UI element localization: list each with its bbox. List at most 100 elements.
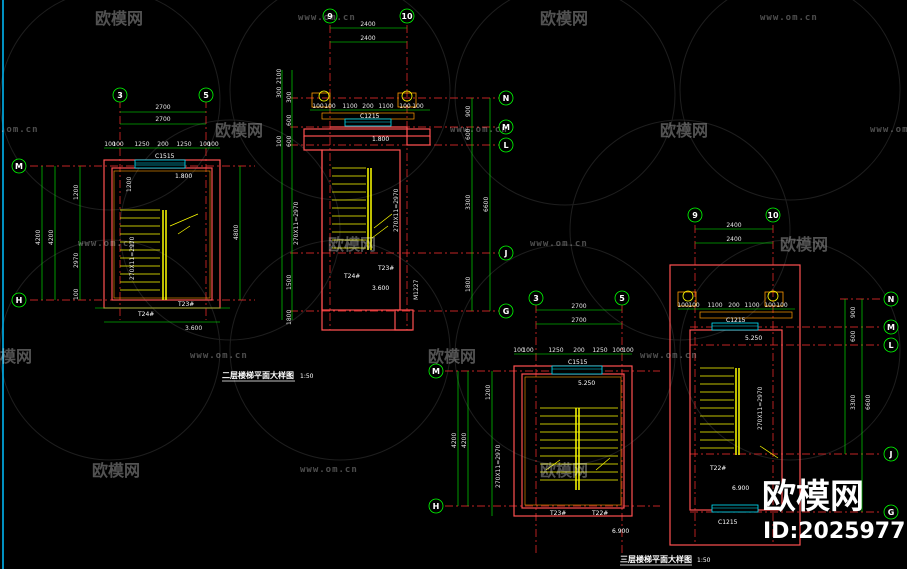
dim-top-2: 2400 [360,35,375,42]
dim-sub: 100 [104,141,116,148]
grid-bubble-M: M [498,119,514,135]
stair-run-label: 270X11=2970 [757,386,764,430]
dim-sub: 100 [112,141,124,148]
plan-right-small: C1515 3 5 M [428,290,711,566]
watermark-brand: 欧模网 [328,235,376,254]
window-c1215: C1215 [344,113,392,127]
dim-4800: 4800 [233,225,240,240]
dim-top-1: 2700 [155,104,170,111]
dim-sub: 100 [622,347,634,354]
svg-text:5: 5 [203,91,209,100]
mark-t23: T23# [377,265,394,272]
svg-text:N: N [888,295,895,304]
dim-top-1: 2400 [360,21,375,28]
grid-bubble-9: 9 [687,207,703,223]
watermark-brand: 欧模网 [540,461,588,480]
dim-left: 1500 [286,275,293,290]
watermark-url: www.om.cn [300,465,358,475]
dim-top-1: 2400 [726,222,741,229]
mark-t24: T24# [343,273,360,280]
title-left-scale: 1:50 [300,373,314,380]
svg-text:C1515: C1515 [568,359,588,366]
watermark-brand-partial: 模网 [0,347,32,366]
grid-bubble-3: 3 [528,290,544,306]
window-c1515: C1515 [134,153,186,169]
dim-total: 6600 [483,197,490,212]
dim-right: 600 [850,330,857,342]
watermark-url: www.om.cn [870,125,907,135]
dim-sub: 100 [324,103,336,110]
stair-run-label-2: 270X11=2970 [393,188,400,232]
dim-sub: 100 [399,103,411,110]
stair-flight [332,167,393,250]
watermark-url: www.om.cn [530,239,588,249]
dim-right: 900 [850,306,857,318]
svg-text:M: M [887,323,895,332]
mark-t22: T22# [591,510,608,517]
grid-bubble-L: L [498,137,514,153]
watermark-brand: 欧模网 [92,461,140,480]
dim-1200-inner: 1200 [126,177,133,192]
dim-sub: 100 [513,347,525,354]
level-bottom: 6.900 [732,485,749,492]
dim-sub: 100 [199,141,211,148]
dim-left: 600 [286,135,293,147]
dim-sub: 1100 [378,103,393,110]
watermark-brand: 欧模网 [780,235,828,254]
grid-bubble-N: N [883,291,899,307]
dim-sub: 1100 [744,302,759,309]
dim-2970: 2970 [73,253,80,268]
svg-text:M: M [502,123,510,132]
level-bottom: 3.600 [372,285,389,292]
watermark-arcs [0,0,901,466]
stair-run-label: 270X11=2970 [129,236,136,280]
svg-text:J: J [504,249,508,258]
watermark-brand: 欧模网 [428,347,476,366]
dim-100: 100 [73,288,80,300]
dim-right: 1800 [465,277,472,292]
watermark-url: www.om.cn [190,351,248,361]
level-top: 5.250 [745,335,762,342]
svg-text:C1215: C1215 [718,519,738,526]
svg-text:9: 9 [692,211,698,220]
window-label: C1515 [155,153,175,160]
dim-total: 4200 [35,230,42,245]
dim-right: 600 [465,128,472,140]
stair-flight [120,209,199,300]
grid-bubble-3: 3 [112,87,128,103]
dim-sub: 1100 [707,302,722,309]
grid-bubble-5: 5 [614,290,630,306]
watermarks: 欧模网 www.om.cn 欧模网 www.om.cn .om.cn 欧模网 w… [0,9,907,480]
dim-right: 3300 [850,395,857,410]
svg-text:H: H [433,502,440,511]
grid-bubble-M: M [428,363,444,379]
svg-text:G: G [503,307,510,316]
svg-text:C1215: C1215 [360,113,380,120]
watermark-url: www.om.cn [78,239,136,249]
svg-text:5: 5 [619,294,625,303]
svg-text:G: G [888,508,895,517]
watermark-brand: 欧模网 [215,121,263,140]
plan-right-tall: C1215 C1215 9 10 [669,207,899,546]
grid-bubble-G: G [498,303,514,319]
dim-sub: 100 [312,103,324,110]
dim-top-2: 2700 [155,116,170,123]
level-top: 5.250 [578,380,595,387]
dim-right: 3300 [465,195,472,210]
window-c1215: C1215 [711,317,759,331]
dim-sub: 200 [728,302,740,309]
stair-run-label: 270X11=2970 [293,201,300,245]
grid-bubble-H: H [428,498,444,514]
brand-corner: 欧模网 ID:2025977 [762,477,905,544]
grid-bubble-J: J [498,245,514,261]
svg-text:3: 3 [533,294,539,303]
dim-total-2: 4200 [48,230,55,245]
mark-t24: T24# [137,311,154,318]
plan-left: C1515 3 5 [11,87,314,382]
watermark-brand: 欧模网 [660,121,708,140]
dim-total: 4200 [451,433,458,448]
stair-run-label: 270X11=2970 [495,444,502,488]
dim-total-2: 4200 [461,433,468,448]
